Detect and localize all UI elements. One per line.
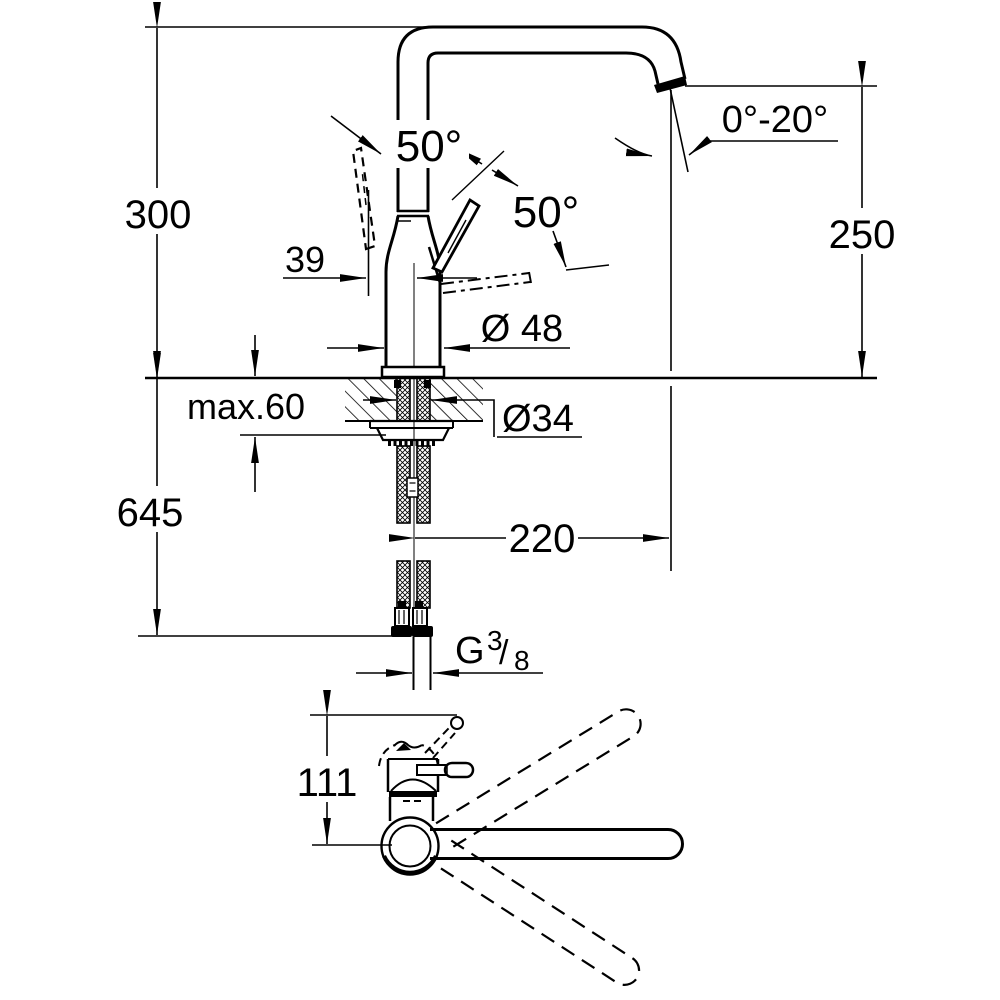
shank-and-hoses [369,377,454,690]
extension-lines [138,26,877,637]
thread-end-tube [412,637,432,690]
plan-extension-lines [310,714,457,846]
dimension-labels: 300 645 250 220 111 50° 50° 0°-20° 39 Ø … [114,99,898,805]
svg-text:/: / [499,634,509,672]
lever-dashdot-right [440,264,610,294]
dim-lever-swing-side: 50° [513,188,580,237]
plan-spout-dashed-up [435,708,642,849]
dim-counter-thickness: max.60 [187,386,305,427]
plan-lever [416,716,475,779]
svg-text:G: G [455,630,485,672]
thread-g: G [455,630,485,672]
dim-spout-tilt-range: 0°-20° [722,99,828,141]
plan-swivel-base [380,816,440,876]
plan-body [378,740,440,821]
faucet-top-view [310,690,684,986]
spout-outline [396,25,687,212]
svg-text:3: 3 [487,625,503,656]
faucet-front-view [138,2,877,690]
hose-connectors [394,607,428,627]
swivel-arc-arrow [614,137,653,157]
thread-slash: / [499,634,509,672]
dim-thread-size: G 3 / 8 [455,625,530,676]
thread-denominator: 8 [514,645,530,676]
dim-lever-offset: 39 [285,239,325,280]
spout-mouth [654,76,687,93]
faucet-body [380,209,446,379]
dim-body-diameter: Ø 48 [481,308,563,350]
dim-mounting-hole: Ø34 [502,398,574,440]
svg-text:8: 8 [514,645,530,676]
plan-spout-solid [430,828,684,860]
dim-overall-height: 300 [125,193,192,237]
lever-solid [431,197,481,274]
dim-spout-height: 250 [829,213,896,257]
dim-lever-swing-front: 50° [396,122,463,171]
mounting-nut [369,419,454,446]
base-flange [380,365,446,379]
lever-dashed-left [351,146,377,251]
dim-plan-height: 111 [297,761,358,805]
dim-spout-reach: 220 [509,517,576,561]
dim-hose-drop: 645 [117,491,184,535]
thread-numerator: 3 [487,625,503,656]
plan-spout-dashed-down [434,839,641,986]
hose-clip [406,477,419,498]
plan-lever-dashed [424,727,456,759]
